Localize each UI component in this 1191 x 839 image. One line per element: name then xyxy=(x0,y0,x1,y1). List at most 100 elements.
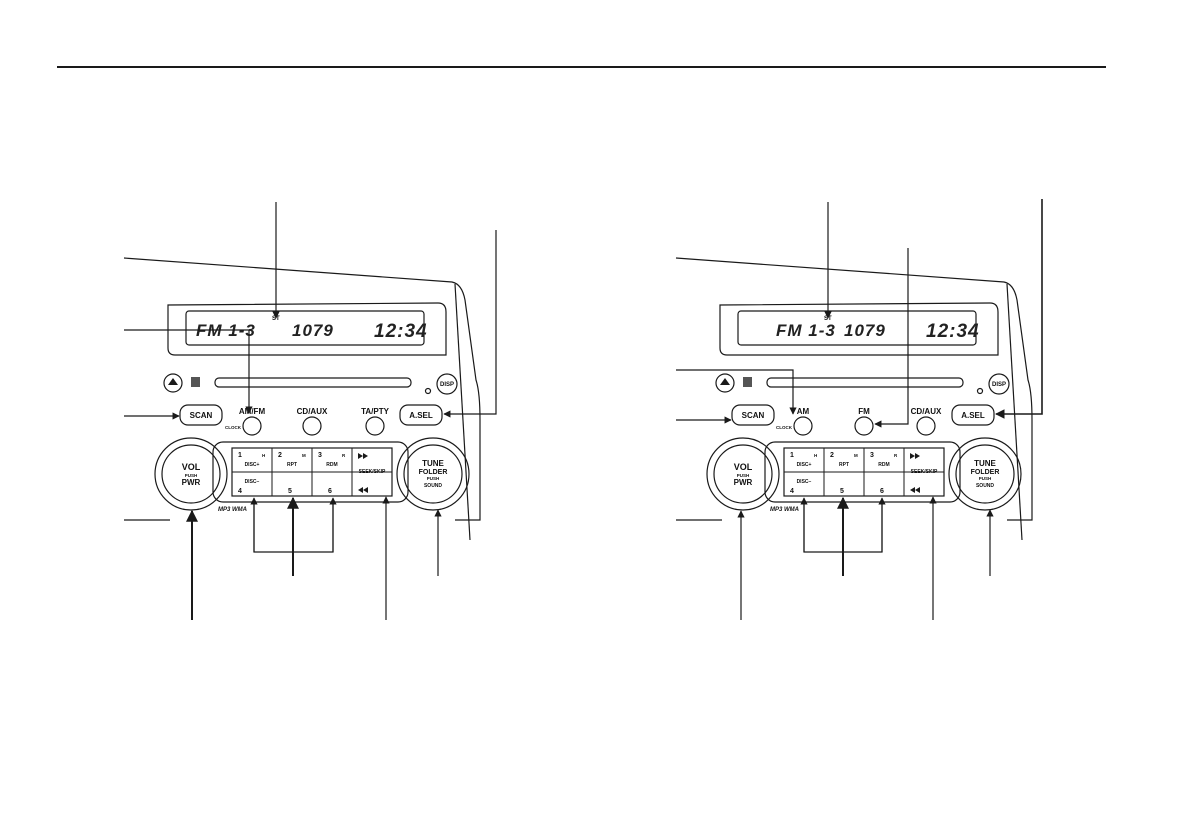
left-amfm-label: AM/FM xyxy=(239,407,266,416)
right-tune-push: PUSH xyxy=(979,476,992,481)
right-preset-3-mark: R xyxy=(894,453,898,458)
left-preset-2[interactable]: 2 xyxy=(278,452,282,459)
left-preset-5[interactable]: 5 xyxy=(288,488,292,495)
left-faceplate-top xyxy=(123,257,481,521)
left-seek-forward-icon[interactable] xyxy=(358,453,368,459)
right-scan-label: SCAN xyxy=(742,411,765,420)
left-vol-push: PUSH xyxy=(185,473,198,478)
right-lcd-clock: 12:34 xyxy=(926,321,980,342)
right-scan-button[interactable] xyxy=(731,404,775,426)
right-sound-label: SOUND xyxy=(976,483,994,489)
right-preset-1-mark: H xyxy=(814,453,817,458)
right-faceplate-side xyxy=(1006,283,1023,541)
right-folder-label: FOLDER xyxy=(971,469,1000,476)
left-lcd-frequency: 1079 xyxy=(292,321,334,340)
left-amfm-button[interactable] xyxy=(242,416,262,436)
left-sound-label: SOUND xyxy=(424,483,442,489)
left-rdm-label: RDM xyxy=(326,462,337,468)
right-cdaux-label: CD/AUX xyxy=(911,407,942,416)
left-lcd xyxy=(185,310,425,346)
left-seek-back-icon[interactable] xyxy=(358,487,368,493)
left-cdaux-label: CD/AUX xyxy=(297,407,328,416)
right-preset-4[interactable]: 4 xyxy=(790,488,794,495)
right-media-label: MP3 WMA xyxy=(770,507,799,513)
right-rpt-label: RPT xyxy=(839,462,849,468)
right-vol-knob[interactable] xyxy=(706,437,780,511)
left-lcd-stereo: ST xyxy=(272,316,280,322)
right-disp-button[interactable] xyxy=(988,373,1010,395)
right-rdm-label: RDM xyxy=(878,462,889,468)
right-tune-label: TUNE xyxy=(974,459,996,468)
right-vol-label: VOL xyxy=(734,462,753,472)
left-audio-unit: FM 1-3 ST 1079 12:34 DISP SCAN AM/FM CLO… xyxy=(123,202,497,620)
left-tune-knob[interactable] xyxy=(396,437,470,511)
left-preset-1-mark: H xyxy=(262,453,265,458)
right-lcd-frequency: 1079 xyxy=(844,321,886,340)
right-indicator-led xyxy=(976,387,984,395)
left-asel-label: A.SEL xyxy=(409,411,433,420)
right-callout-asel xyxy=(995,199,1043,419)
right-fm-button[interactable] xyxy=(854,416,874,436)
right-seek-forward-icon[interactable] xyxy=(910,453,920,459)
left-tune-label: TUNE xyxy=(422,459,444,468)
right-cd-slot xyxy=(766,377,964,388)
right-eject-button[interactable] xyxy=(715,373,735,393)
left-scan-button[interactable] xyxy=(179,404,223,426)
left-tapty-button[interactable] xyxy=(365,416,385,436)
left-disp-button[interactable] xyxy=(436,373,458,395)
right-preset-2-mark: M xyxy=(854,453,858,458)
left-asel-button[interactable] xyxy=(399,404,443,426)
right-preset-6[interactable]: 6 xyxy=(880,488,884,495)
left-preset-4[interactable]: 4 xyxy=(238,488,242,495)
right-preset-1[interactable]: 1 xyxy=(790,452,794,459)
left-preset-1[interactable]: 1 xyxy=(238,452,242,459)
right-am-button[interactable] xyxy=(793,416,813,436)
left-preset-3[interactable]: 3 xyxy=(318,452,322,459)
right-asel-label: A.SEL xyxy=(961,411,985,420)
left-lcd-clock: 12:34 xyxy=(374,321,428,342)
left-disc-minus-label: DISC− xyxy=(245,479,260,485)
left-folder-label: FOLDER xyxy=(419,469,448,476)
left-scan-label: SCAN xyxy=(190,411,213,420)
left-clock-label: CLOCK xyxy=(225,425,242,430)
right-callout-fm xyxy=(874,248,909,428)
left-preset-3-mark: R xyxy=(342,453,346,458)
left-pwr-label: PWR xyxy=(182,478,201,487)
eject-icon xyxy=(168,378,178,385)
right-audio-unit: FM 1-3 ST 1079 12:34 DISP SCAN AM CLOCK … xyxy=(675,199,1043,620)
left-vol-label: VOL xyxy=(182,462,201,472)
right-cdaux-button[interactable] xyxy=(916,416,936,436)
right-tune-knob[interactable] xyxy=(948,437,1022,511)
left-tapty-label: TA/PTY xyxy=(361,407,390,416)
left-preset-module xyxy=(212,441,409,503)
right-vol-knob-inner xyxy=(713,444,773,504)
left-rpt-label: RPT xyxy=(287,462,297,468)
right-preset-2[interactable]: 2 xyxy=(830,452,834,459)
right-preset-module xyxy=(764,441,961,503)
left-faceplate-side xyxy=(454,283,471,541)
right-fm-label: FM xyxy=(858,407,870,416)
right-disp-label: DISP xyxy=(992,382,1006,388)
right-lcd xyxy=(737,310,977,346)
right-clock-label: CLOCK xyxy=(776,425,793,430)
right-display-window xyxy=(719,302,999,356)
right-disc-minus-label: DISC− xyxy=(797,479,812,485)
right-preset-3[interactable]: 3 xyxy=(870,452,874,459)
right-lcd-band: FM 1-3 xyxy=(776,321,836,340)
left-tune-knob-inner xyxy=(403,444,463,504)
right-asel-button[interactable] xyxy=(951,404,995,426)
right-disc-plus-label: DISC+ xyxy=(797,462,812,468)
right-preset-5[interactable]: 5 xyxy=(840,488,844,495)
left-disp-label: DISP xyxy=(440,382,454,388)
right-pwr-label: PWR xyxy=(734,478,753,487)
left-preset-6[interactable]: 6 xyxy=(328,488,332,495)
left-eject-button[interactable] xyxy=(163,373,183,393)
right-seek-back-icon[interactable] xyxy=(910,487,920,493)
left-callout-amfm xyxy=(124,329,253,414)
left-cdaux-button[interactable] xyxy=(302,416,322,436)
left-indicator-led xyxy=(424,387,432,395)
eject-icon xyxy=(720,378,730,385)
left-display-window xyxy=(167,302,447,356)
right-seek-label: SEEK/SKIP xyxy=(911,469,938,475)
